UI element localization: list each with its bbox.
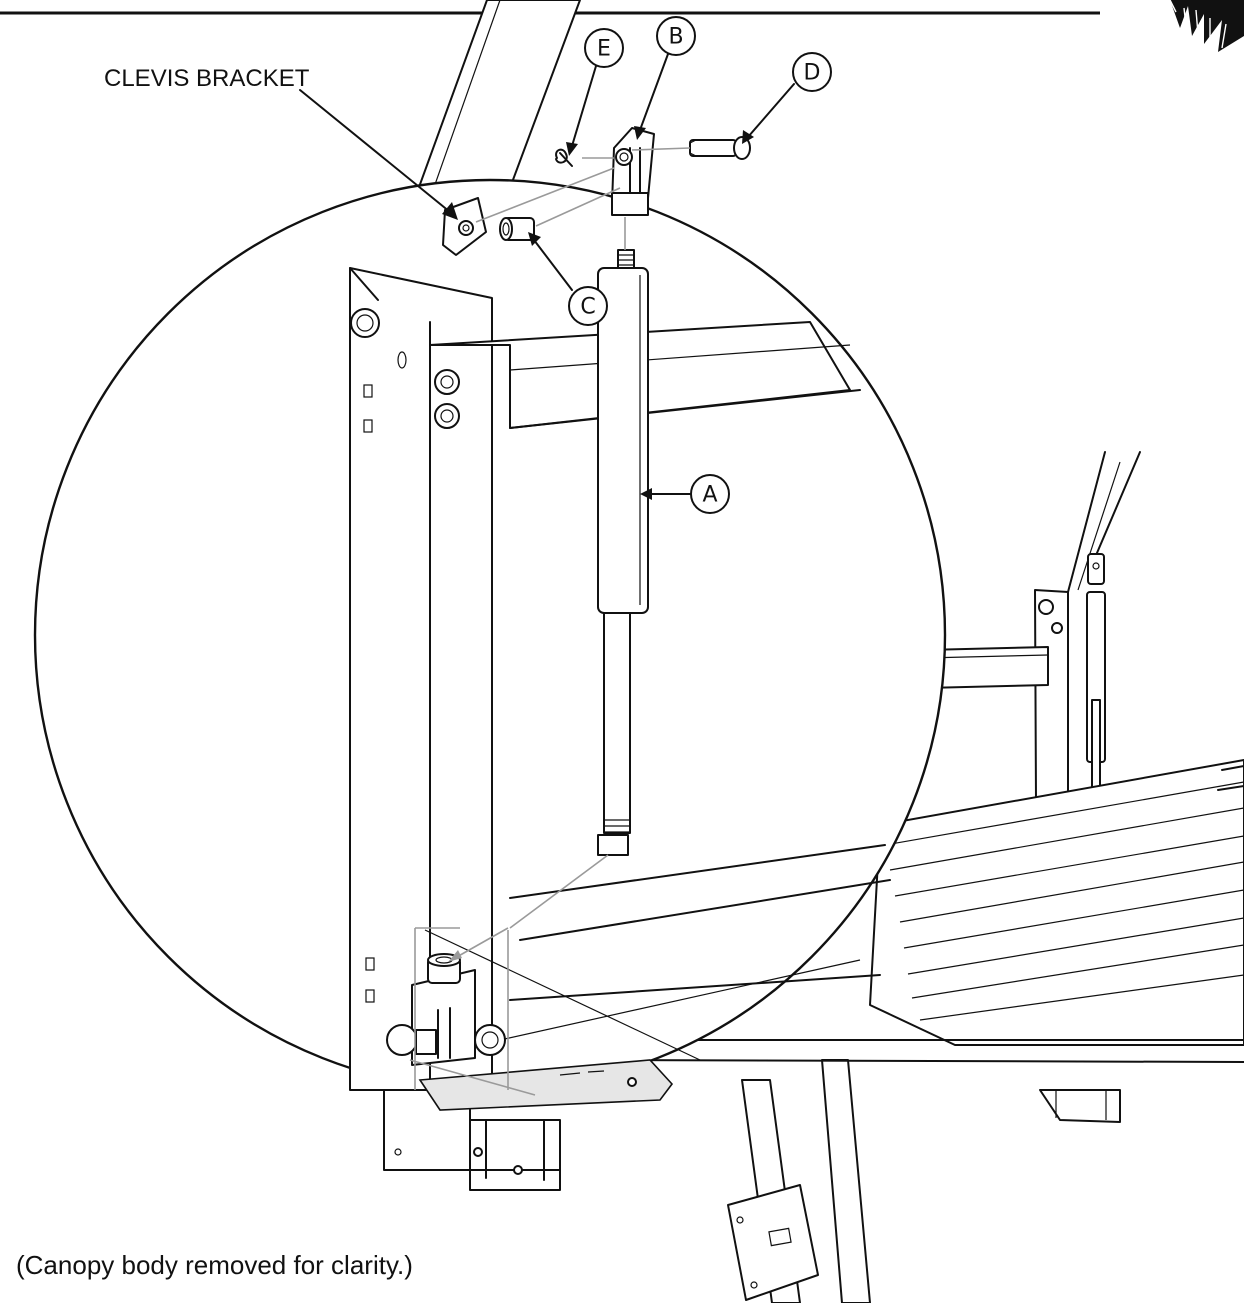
callout-a: A xyxy=(690,474,730,514)
callout-e-letter: E xyxy=(597,37,611,62)
main-post xyxy=(349,267,493,1091)
callout-e: E xyxy=(584,28,624,68)
clevis-pin-d xyxy=(689,136,751,160)
assembly-guides xyxy=(448,147,691,962)
callout-b-letter: B xyxy=(668,25,683,50)
lower-mount xyxy=(386,953,506,1066)
right-post-bolt xyxy=(1038,599,1054,615)
clevis-bracket-label: CLEVIS BRACKET xyxy=(104,65,310,92)
leaders xyxy=(299,53,795,500)
spring-clip-e xyxy=(555,148,573,167)
base-channel xyxy=(469,1119,561,1191)
right-frame-assembly xyxy=(924,451,1141,803)
right-post xyxy=(1034,589,1069,803)
gas-strut-a xyxy=(597,249,649,856)
callout-b: B xyxy=(656,16,696,56)
callout-d: D xyxy=(792,52,832,92)
deck-bracket xyxy=(727,1184,819,1301)
lower-arm xyxy=(418,1059,674,1111)
base-frame xyxy=(383,1089,561,1191)
callout-a-letter: A xyxy=(702,483,717,508)
right-canopy-arm xyxy=(1067,451,1141,593)
right-post-bolt-2 xyxy=(1051,622,1063,634)
lower-mount-bolt-left xyxy=(386,1024,418,1056)
right-lower-channel xyxy=(1039,1089,1121,1123)
post-bolt-upper xyxy=(434,369,460,395)
clevis-b xyxy=(611,127,655,216)
callout-d-letter: D xyxy=(804,61,821,86)
sun-logo xyxy=(1169,0,1244,52)
caption: (Canopy body removed for clarity.) xyxy=(16,1250,413,1280)
callout-c: C xyxy=(568,286,608,326)
callout-c-letter: C xyxy=(580,295,595,320)
spacer-c xyxy=(499,217,535,241)
post-top-bolt xyxy=(350,308,380,338)
post-bolt-lower xyxy=(434,403,460,429)
lower-mount-nut-right xyxy=(474,1024,506,1056)
